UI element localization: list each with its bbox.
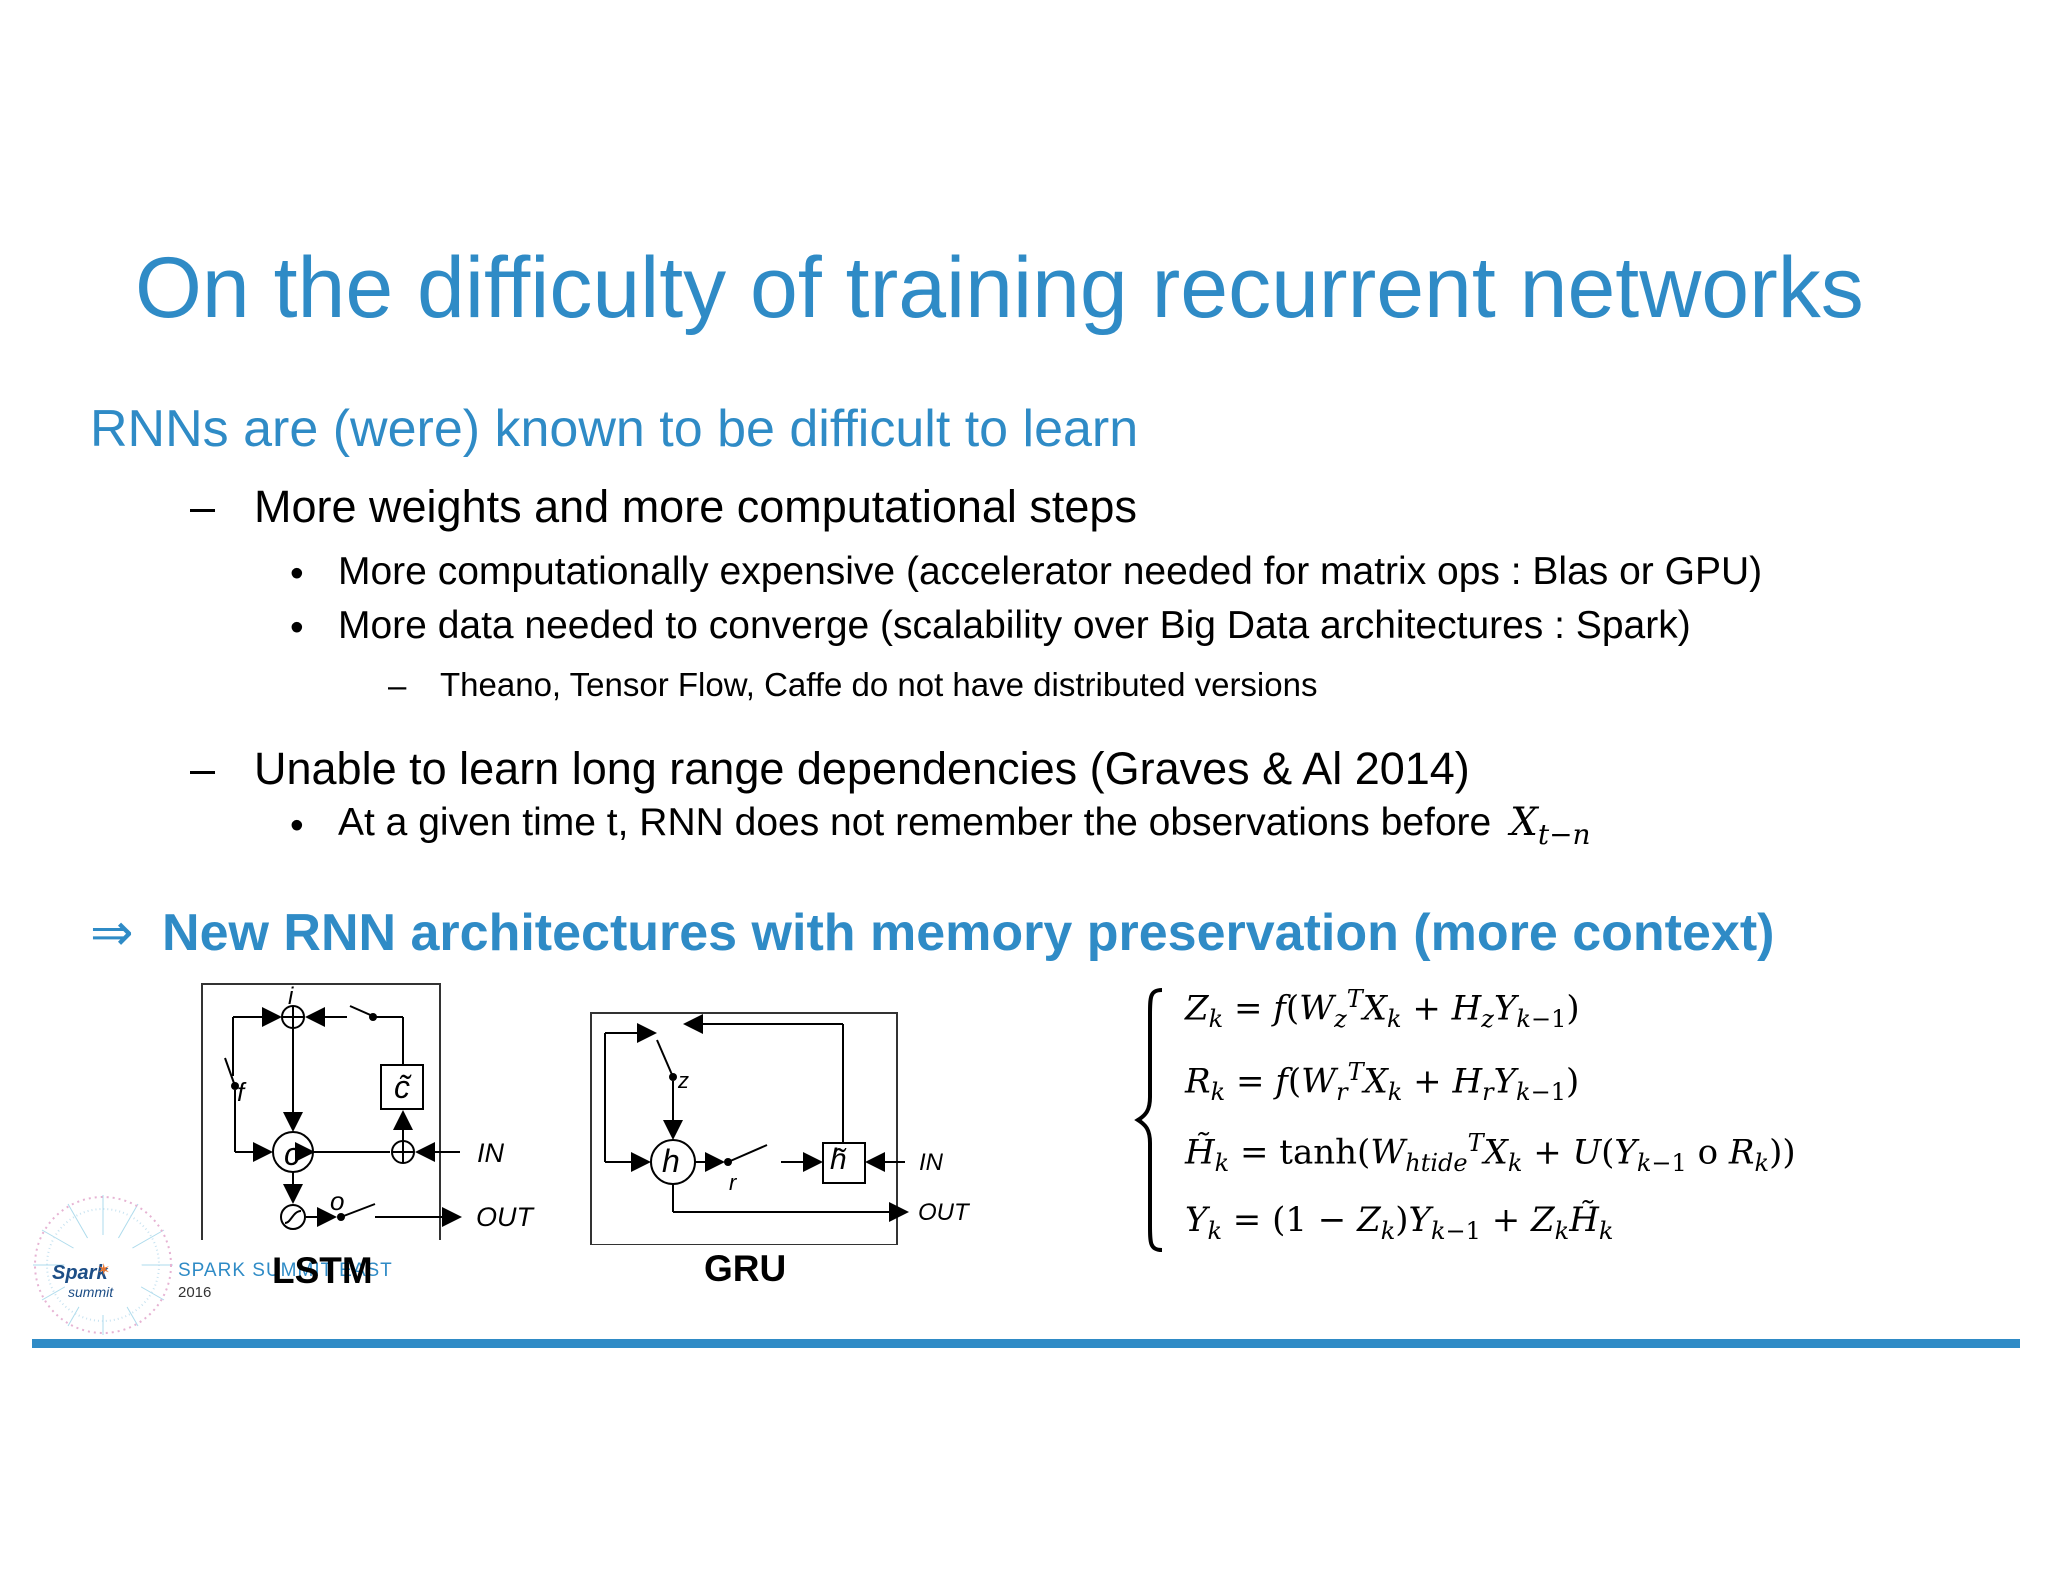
bullet-dash-1: More weights and more computational step… bbox=[254, 481, 1137, 532]
bullet-1-2: More data needed to converge (scalabilit… bbox=[338, 604, 1691, 647]
bullet-2-1-text: At a given time t, RNN does not remember… bbox=[338, 801, 1492, 844]
lstm-caption: LSTM bbox=[272, 1250, 373, 1291]
dash-marker: – bbox=[190, 743, 216, 794]
lstm-label-c-tilde: c̃ bbox=[394, 1069, 410, 1105]
gru-label-z: z bbox=[678, 1068, 689, 1093]
bullet-dot: • bbox=[290, 804, 304, 847]
equation-y: Yk = (1 − Zk)Yk−1 + ZkH̃k bbox=[1185, 1200, 1614, 1245]
bullet-dot: • bbox=[290, 552, 304, 595]
dash-marker: – bbox=[190, 481, 216, 532]
gru-label-in: IN bbox=[919, 1149, 943, 1176]
spark-summit-logo bbox=[33, 1195, 173, 1335]
logo-year: 2016 bbox=[178, 1284, 212, 1301]
gru-diagram bbox=[590, 1012, 909, 1245]
logo-brand: Spark bbox=[52, 1262, 108, 1284]
dash-marker: – bbox=[388, 667, 407, 704]
bullet-1-1: More computationally expensive (accelera… bbox=[338, 550, 1763, 593]
lstm-label-i: i bbox=[288, 983, 294, 1010]
logo-star-icon: ✶ bbox=[97, 1262, 111, 1279]
gru-label-out: OUT bbox=[918, 1199, 969, 1226]
logo-event: SPARK SUMMIT EAST bbox=[178, 1260, 393, 1281]
gru-label-h: h bbox=[662, 1143, 680, 1179]
math-x-sub: t−n bbox=[1537, 817, 1591, 851]
equation-brace bbox=[1134, 988, 1163, 1252]
implies-arrow: ⇒ bbox=[90, 904, 134, 962]
equation-r: Rk = f(WrTXk + HrYk−1) bbox=[1185, 1058, 1580, 1107]
lstm-label-out: OUT bbox=[476, 1202, 533, 1232]
equation-z: Zk = f(WzTXk + HzYk−1) bbox=[1185, 985, 1580, 1034]
bullet-1-2-1: Theano, Tensor Flow, Caffe do not have d… bbox=[440, 666, 1318, 703]
lstm-label-in: IN bbox=[477, 1138, 504, 1168]
equation-h: H̃k = tanh(WhtideTXk + U(Yk−1 o Rk)) bbox=[1185, 1129, 1796, 1178]
bullet-dash-2: Unable to learn long range dependencies … bbox=[254, 743, 1470, 794]
conclusion: ⇒ New RNN architectures with memory pres… bbox=[90, 907, 1774, 959]
bullet-dot: • bbox=[290, 606, 304, 649]
bottom-accent-bar bbox=[32, 1339, 2020, 1348]
lstm-label-f: f bbox=[237, 1077, 245, 1107]
lstm-diagram bbox=[201, 983, 462, 1240]
logo-brand-sub: summit bbox=[68, 1284, 114, 1300]
bullet-2-1: At a given time t, RNN does not remember… bbox=[338, 803, 1591, 849]
gru-caption: GRU bbox=[704, 1248, 787, 1289]
conclusion-text: New RNN architectures with memory preser… bbox=[162, 904, 1775, 962]
gru-label-r: r bbox=[729, 1170, 737, 1195]
slide-title: On the difficulty of training recurrent … bbox=[135, 240, 1864, 336]
lstm-label-c: c bbox=[284, 1136, 300, 1172]
math-x: X bbox=[1510, 800, 1538, 845]
slide-subtitle: RNNs are (were) known to be difficult to… bbox=[90, 400, 1139, 458]
lstm-label-o: o bbox=[330, 1186, 345, 1216]
gru-label-h-tilde: h̃ bbox=[830, 1143, 847, 1176]
